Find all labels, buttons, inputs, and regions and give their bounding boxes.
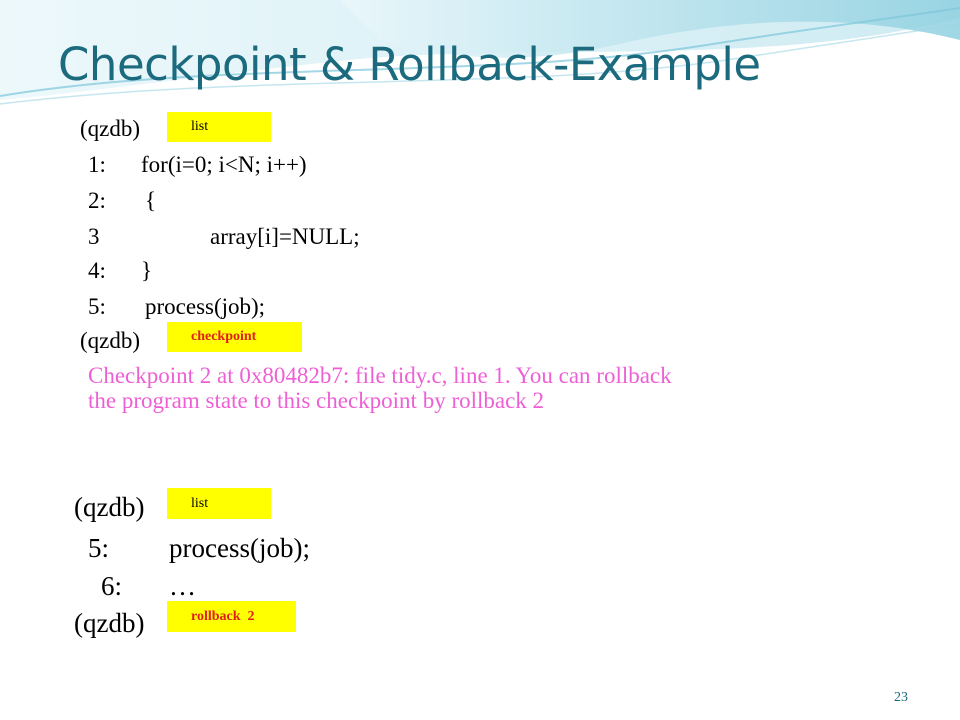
- command-checkpoint: checkpoint: [191, 329, 257, 344]
- command-list-1: list: [191, 119, 209, 134]
- command-rollback: rollback 2: [191, 608, 255, 624]
- prompt-1: (qzdb): [80, 116, 141, 141]
- slide-title: Checkpoint & Rollback-Example: [58, 38, 761, 91]
- code-line-6: process(job);: [169, 533, 310, 563]
- code-line-num-3: 3: [88, 224, 100, 249]
- decorative-wave-header: [0, 0, 960, 105]
- command-list-2: list: [191, 495, 209, 511]
- code-line-num-1: 1:: [88, 152, 106, 177]
- code-line-num-6: 5:: [88, 533, 110, 563]
- command-highlight-list-1: list: [167, 112, 271, 142]
- code-line-num-7: 6:: [101, 571, 123, 601]
- code-line-3: array[i]=NULL;: [210, 224, 360, 249]
- checkpoint-output-line-1: Checkpoint 2 at 0x80482b7: file tidy.c, …: [88, 363, 672, 388]
- command-highlight-checkpoint: checkpoint: [167, 322, 302, 352]
- page-number: 23: [894, 690, 908, 705]
- code-line-7: …: [169, 571, 196, 601]
- code-line-2: {: [145, 188, 157, 213]
- prompt-4: (qzdb): [74, 608, 145, 638]
- command-highlight-list-2: list: [167, 488, 271, 519]
- checkpoint-output-line-2: the program state to this checkpoint by …: [88, 388, 545, 413]
- code-line-num-4: 4:: [88, 258, 106, 283]
- code-line-1: for(i=0; i<N; i++): [141, 152, 307, 177]
- checkpoint-output: Checkpoint 2 at 0x80482b7: file tidy.c, …: [88, 363, 888, 413]
- prompt-2: (qzdb): [80, 328, 141, 353]
- code-line-5: process(job);: [145, 294, 266, 319]
- code-line-num-5: 5:: [88, 294, 106, 319]
- code-line-num-2: 2:: [88, 188, 106, 213]
- code-line-4: }: [141, 258, 153, 283]
- prompt-3: (qzdb): [74, 492, 145, 522]
- command-highlight-rollback: rollback 2: [167, 601, 296, 632]
